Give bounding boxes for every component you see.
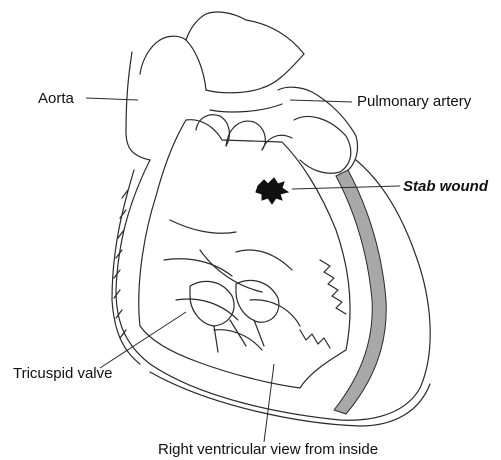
aorta-label: Aorta xyxy=(38,91,74,106)
trabecula-3 xyxy=(200,250,262,292)
upper-vessel-left xyxy=(140,40,160,74)
stab-wound-mark xyxy=(256,178,288,204)
pulmonary-artery-leader xyxy=(290,100,352,102)
tricuspid-valve-label: Tricuspid valve xyxy=(13,366,112,381)
coronary-vessel xyxy=(334,170,386,414)
chordae-1 xyxy=(230,320,246,346)
ventricle-window xyxy=(139,120,350,388)
upper-vessel-right xyxy=(206,12,246,20)
trabecula-1 xyxy=(170,220,236,233)
trabecula-4 xyxy=(236,250,292,270)
chordae-2 xyxy=(254,320,264,346)
rim-hatching xyxy=(114,190,128,338)
aorta-outline xyxy=(126,52,150,160)
vessel-body-lower xyxy=(210,104,282,112)
tricuspid-leaflet-2 xyxy=(236,280,279,322)
aorta-inner-outline xyxy=(160,36,206,90)
upper-vessel-curve xyxy=(186,14,206,40)
ventricular-view-leader xyxy=(264,364,274,442)
tricuspid-valve-leader xyxy=(100,312,186,368)
vessel-top-right xyxy=(246,20,304,54)
heart-rim-left xyxy=(112,170,140,364)
wall-serration-bottom xyxy=(300,330,330,348)
aorta-leader xyxy=(86,98,138,100)
pulmonary-artery-lobe xyxy=(294,117,351,174)
pulmonary-valve-cusp-right xyxy=(226,121,265,150)
trabecula-5 xyxy=(176,299,238,320)
pulmonary-artery-label: Pulmonary artery xyxy=(357,94,471,109)
pulmonary-valve-cusp-left xyxy=(196,115,229,146)
ventricular-view-label: Right ventricular view from inside xyxy=(158,442,378,457)
pulmonary-artery-outline xyxy=(278,87,358,172)
stab-wound-label: Stab wound xyxy=(403,179,488,194)
wall-serration-right xyxy=(320,260,346,314)
heart-rim-bottom xyxy=(150,372,430,426)
